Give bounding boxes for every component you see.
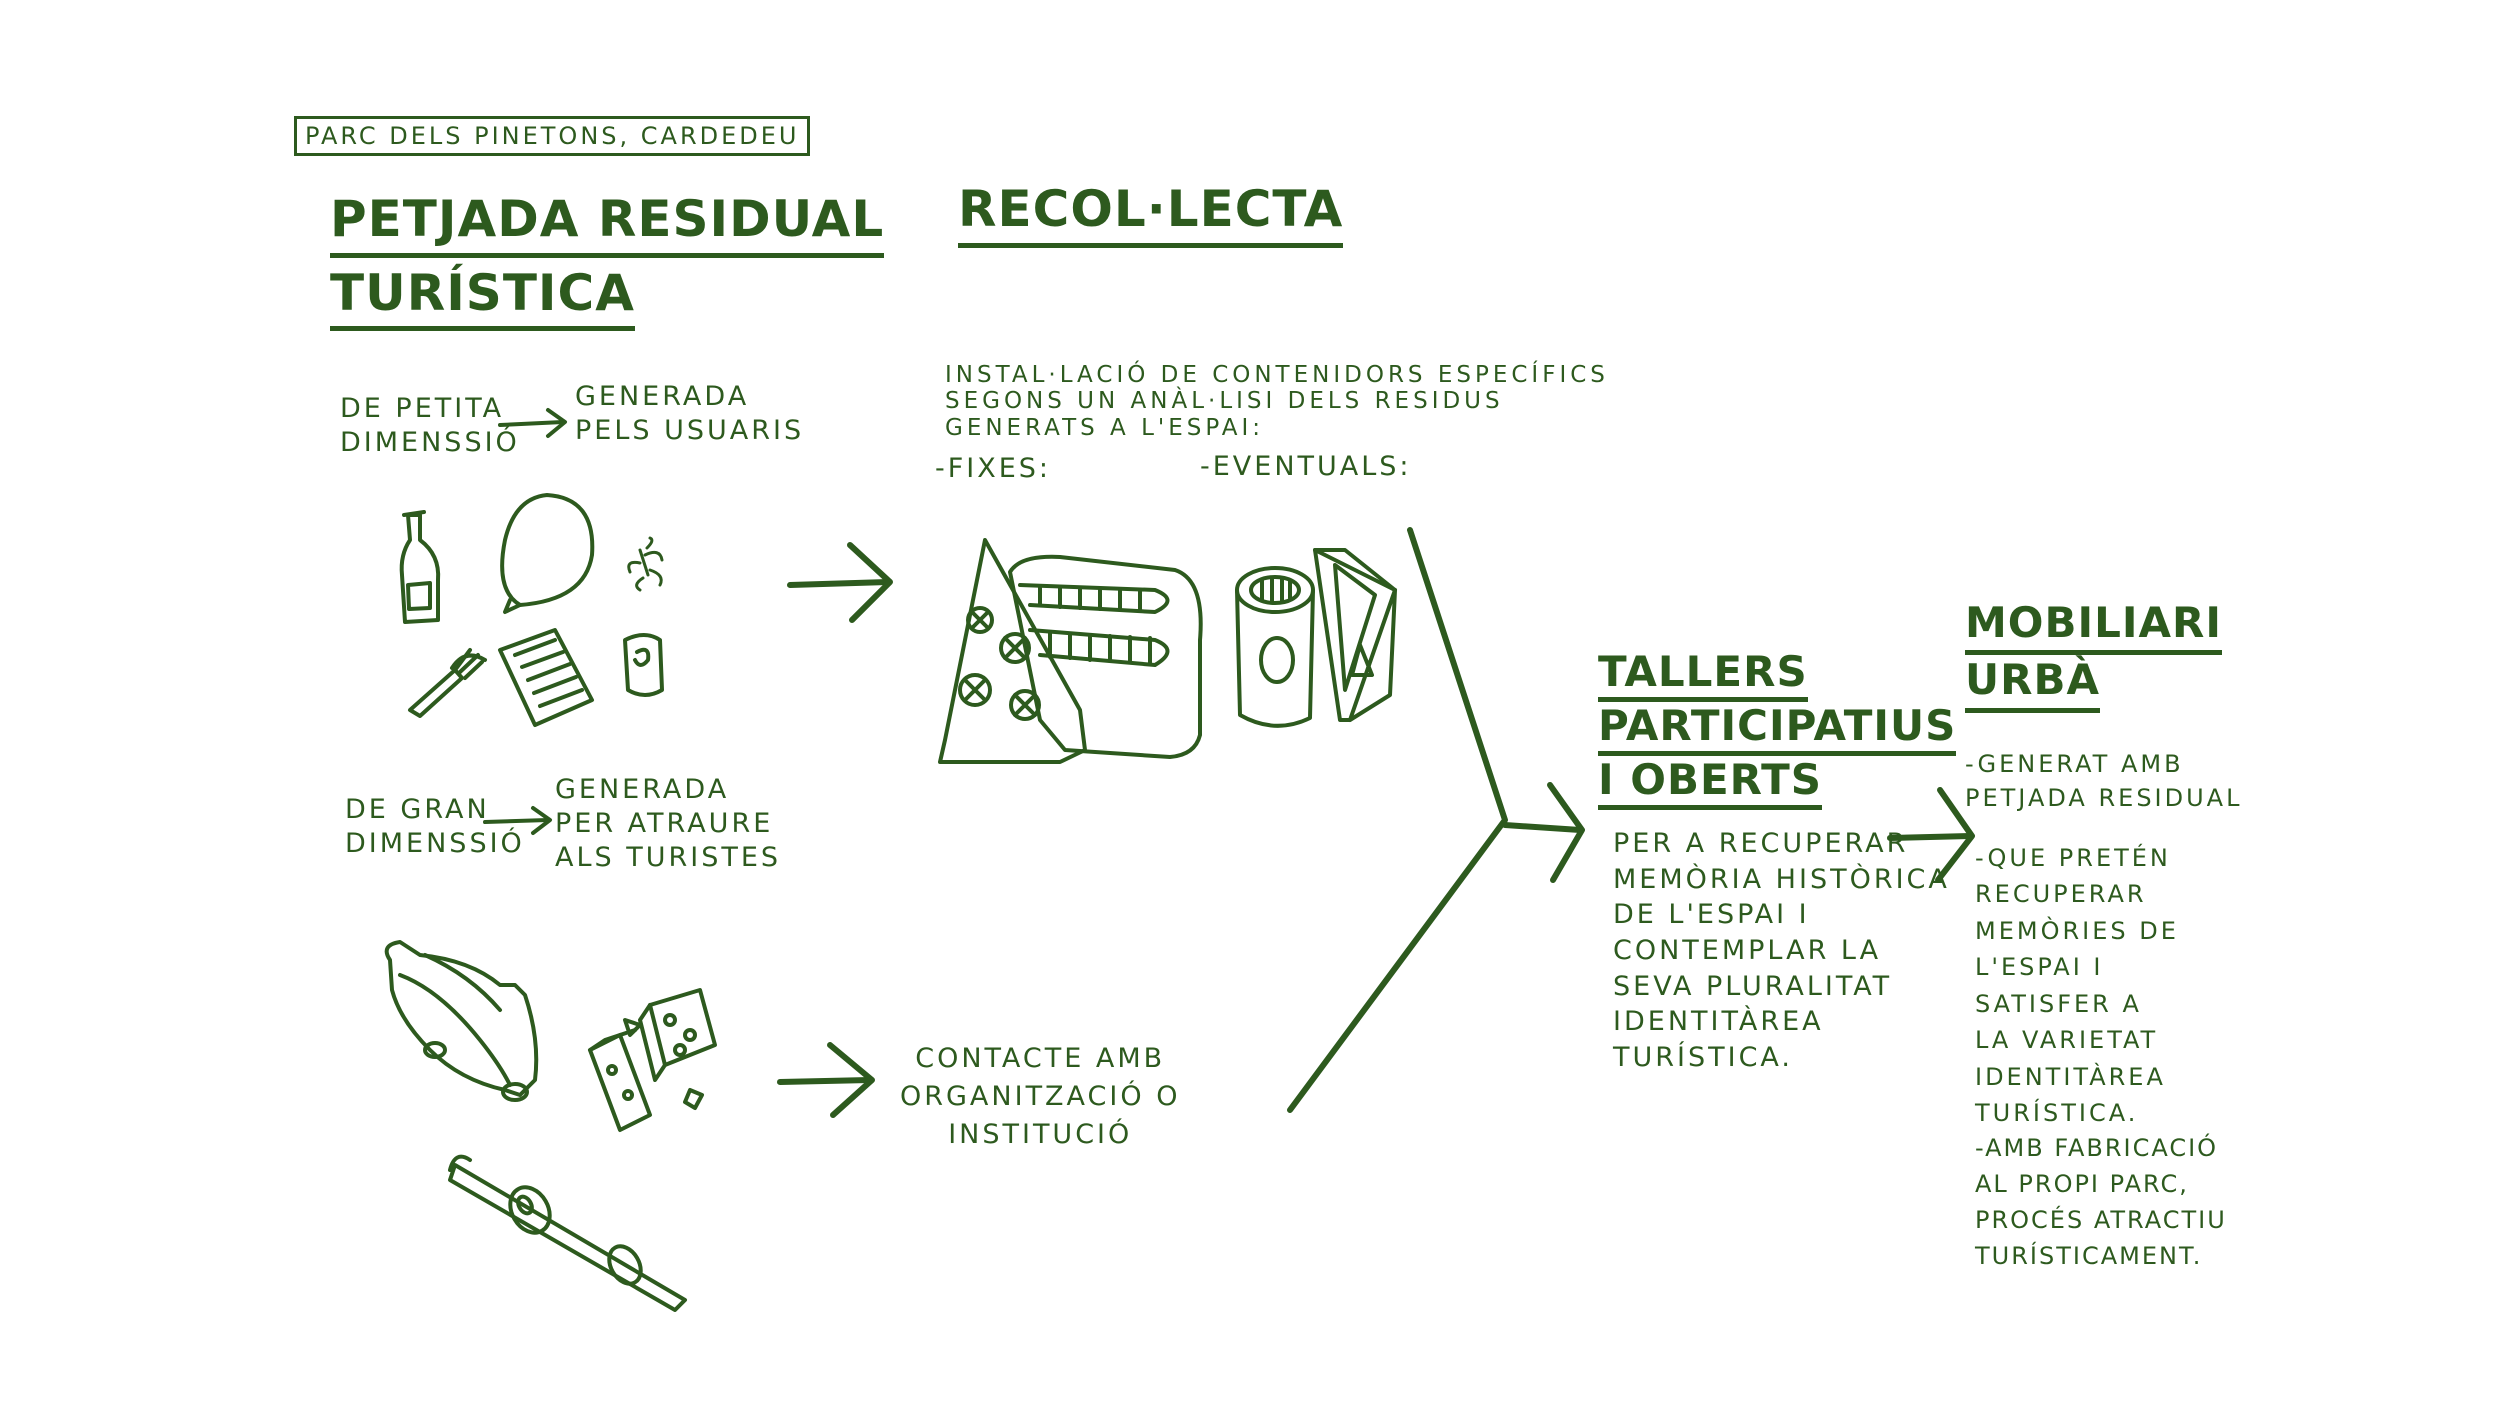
mobiliari-item-generated: -Generat amb petjada residual — [1965, 750, 2243, 812]
wristband-icon — [448, 1154, 687, 1312]
bin-cylinder-icon — [1235, 566, 1315, 728]
paper-icon — [498, 628, 594, 727]
fork-icon — [408, 648, 487, 718]
dice-icon — [588, 988, 717, 1132]
tallers-title: Tallers participatius i oberts — [1598, 648, 1957, 811]
mobiliari-item-fabrication: -Amb fabricació al propi parc, procés at… — [1975, 1134, 2227, 1270]
arrow-small-generated — [498, 408, 567, 438]
large-generated-label: Generada per atraure als turistes — [555, 774, 782, 873]
arrow-large-generated — [483, 806, 552, 835]
eventuals-label: -Eventuals: — [1200, 451, 1412, 482]
leaves-icon — [627, 536, 664, 592]
large-size-label: De gran dimenssió — [345, 794, 525, 859]
arrow-to-recollecta-bottom — [777, 1042, 875, 1118]
recollecta-description: Instal·lació de contenidors específics s… — [945, 362, 1609, 441]
small-size-label: De petita dimenssió — [340, 393, 520, 458]
small-generated-label: Generada pels usuaris — [575, 381, 805, 446]
bin-triangle-icon — [938, 538, 1087, 764]
recollecta-title: Recol·lecta — [958, 178, 1344, 248]
bottle-icon — [399, 510, 441, 624]
arrow-to-recollecta-top — [787, 542, 893, 623]
tallers-description: Per a recuperar memòria històrica de l'e… — [1613, 828, 1950, 1073]
arrow-to-mobiliari — [1887, 787, 1975, 883]
location-tag: Parc dels Pinetons, Cardedeu — [294, 116, 811, 156]
can-icon — [623, 633, 664, 697]
fixes-label: -Fixes: — [935, 453, 1052, 484]
bin-grille-icon — [1008, 554, 1203, 759]
mobiliari-title: Mobiliari urbà — [1965, 598, 2223, 713]
merge-bracket — [1287, 527, 1585, 1113]
petjada-title: Petjada residual turística — [330, 188, 885, 331]
balloon-icon — [500, 493, 595, 614]
bag-icon — [384, 940, 539, 1102]
mobiliari-item-purpose: -Que pretén recuperar memòries de l'espa… — [1975, 844, 2179, 1128]
bin-triangular-prism-icon — [1313, 548, 1397, 722]
contact-text: Contacte amb organització o institució — [900, 1043, 1181, 1150]
